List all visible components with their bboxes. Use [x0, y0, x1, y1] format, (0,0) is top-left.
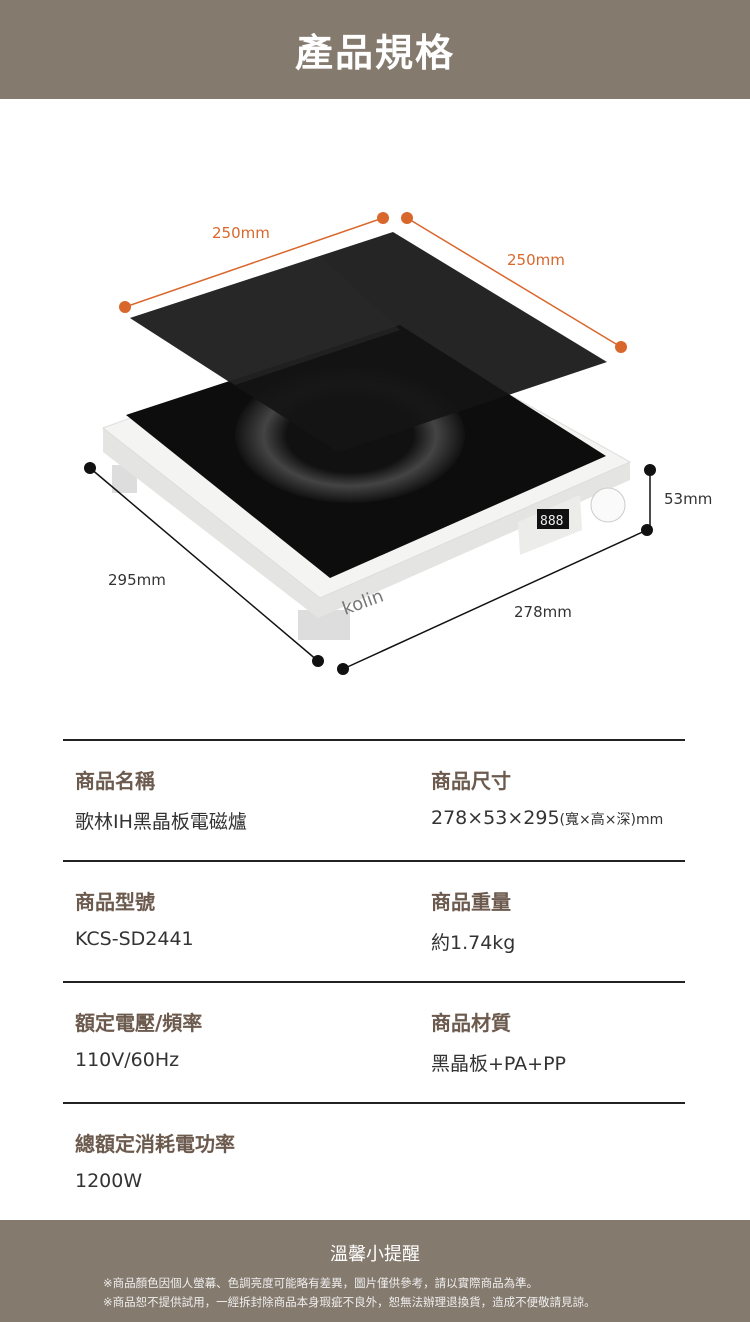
spec-label: 商品尺寸 [431, 769, 511, 793]
spec-label: 商品名稱 [75, 769, 155, 793]
spec-value: 歌林IH黑晶板電磁爐 [75, 811, 247, 833]
dim-line-width [342, 529, 648, 670]
spec-label: 總額定消耗電功率 [75, 1132, 235, 1156]
reminder-title: 溫馨小提醒 [330, 1244, 420, 1265]
marker [644, 464, 656, 476]
dim-line-depth [89, 467, 319, 662]
spec-label: 商品重量 [431, 890, 511, 914]
dim-label-height: 53mm [664, 490, 713, 508]
spec-label: 商品材質 [431, 1011, 511, 1035]
display [537, 509, 569, 529]
spec-label: 額定電壓/頻率 [75, 1011, 203, 1035]
reminder-note: ※商品顏色因個人螢幕、色調亮度可能略有差異，圖片僅供參考，請以實際商品為準。 [103, 1276, 539, 1290]
spec-row: 商品名稱歌林IH黑晶板電磁爐 商品尺寸 278×53×295(寬×高×深)mm [63, 739, 685, 860]
spec-value: KCS-SD2441 [75, 928, 194, 950]
marker [641, 524, 653, 536]
marker [615, 341, 627, 353]
spec-row: 額定電壓/頻率 110V/60Hz 商品材質黑晶板+PA+PP [63, 981, 685, 1102]
dim-label-width: 278mm [514, 603, 572, 621]
dim-label-depth: 295mm [108, 571, 166, 589]
dim-label-top-right: 250mm [507, 251, 565, 269]
size-unit: mm [635, 812, 664, 828]
marker [337, 663, 349, 675]
spec-table: 商品名稱歌林IH黑晶板電磁爐 商品尺寸 278×53×295(寬×高×深)mm … [63, 739, 685, 1223]
reminder-note: ※商品恕不提供試用，一經拆封除商品本身瑕疵不良外，恕無法辦理退換貨，造成不便敬請… [103, 1295, 596, 1309]
dim-line-top-left [124, 217, 384, 308]
header: 產品規格 [0, 0, 750, 99]
marker [312, 655, 324, 667]
size-value: 278×53×295 [431, 807, 560, 829]
marker [401, 212, 413, 224]
marker [119, 301, 131, 313]
size-note: (寬×高×深) [559, 812, 636, 828]
reminder-footer: 溫馨小提醒 ※商品顏色因個人螢幕、色調亮度可能略有差異，圖片僅供參考，請以實際商… [0, 1220, 750, 1322]
dim-line-top-right [406, 217, 622, 348]
spec-value: 110V/60Hz [75, 1049, 180, 1071]
spec-value: 1200W [75, 1170, 143, 1192]
spec-label: 商品型號 [75, 890, 155, 914]
marker [84, 462, 96, 474]
spec-value: 黑晶板+PA+PP [431, 1053, 566, 1075]
spec-value: 278×53×295(寬×高×深)mm [431, 807, 663, 829]
spec-row: 總額定消耗電功率 1200W [63, 1102, 685, 1223]
page-title: 產品規格 [294, 31, 455, 75]
display-digits: 888 [540, 514, 563, 529]
spec-value: 約1.74kg [431, 932, 516, 954]
dim-label-top-left: 250mm [212, 224, 270, 242]
control-knob [590, 487, 626, 523]
marker [377, 212, 389, 224]
glass-highlight [130, 256, 400, 385]
product-image: 888 kolin [84, 212, 656, 675]
spec-row: 商品型號 KCS-SD2441 商品重量約1.74kg [63, 860, 685, 981]
